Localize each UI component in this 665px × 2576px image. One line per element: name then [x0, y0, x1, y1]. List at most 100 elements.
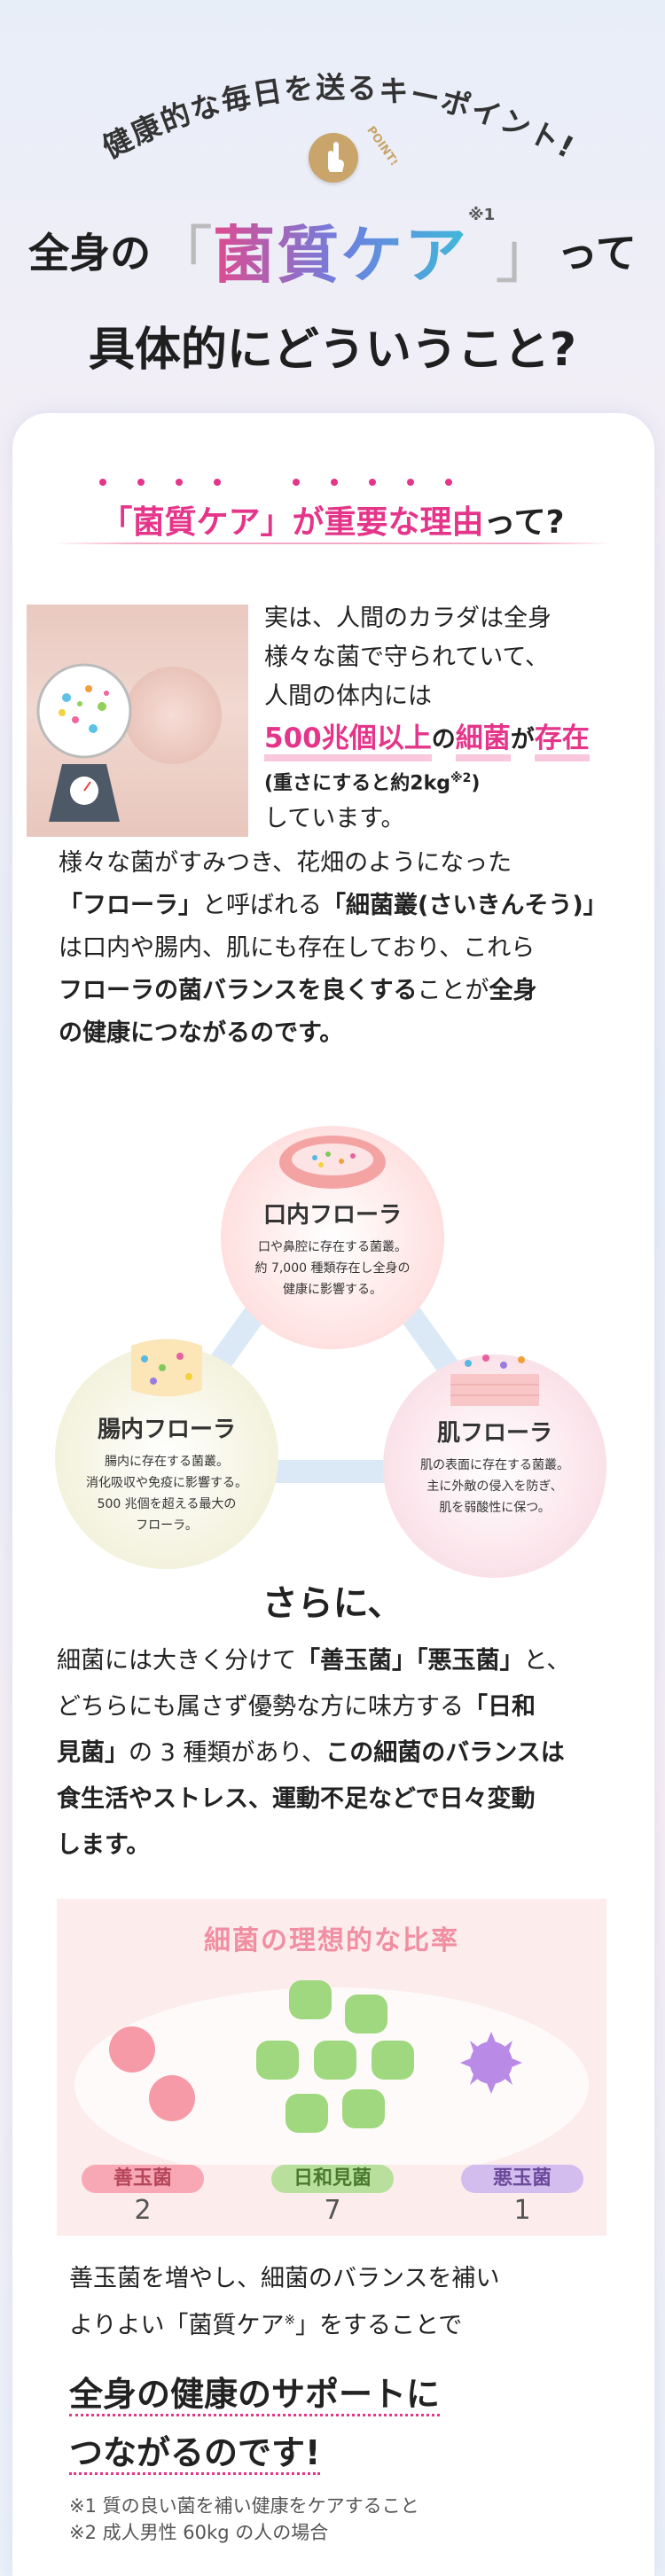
intro-line: 様々な菌で守られていて、: [264, 644, 550, 671]
flora-mid: と呼ばれる: [202, 892, 322, 919]
emphasis-dot: [445, 479, 452, 486]
oral-flora-desc: 口や鼻腔に存在する菌叢。 約 7,000 種類存在し全身の 健康に影響する。: [221, 1237, 444, 1300]
oral-flora-name: 口内フローラ: [262, 1202, 402, 1229]
ratio-tag-neutral: 日和見菌: [271, 2165, 394, 2193]
flora-line: フローラの菌バランスを良くすることが全身: [59, 970, 607, 1012]
hand-point-icon: [328, 142, 344, 172]
s2-line: 見菌」の 3 種類があり、この細菌のバランスは: [57, 1730, 570, 1776]
bracket-open: 「: [151, 219, 214, 292]
belly-photo: [27, 605, 248, 837]
desc-line: 肌の表面に存在する菌叢。: [420, 1458, 569, 1472]
flora-strong: フローラの菌バランスを良くする: [59, 977, 418, 1004]
title-tail: って: [557, 229, 637, 277]
closing-big1: 全身の健康のサポートに: [69, 2375, 441, 2416]
weight-value: 2kg: [410, 772, 450, 795]
neutral-bacteria-icon: [289, 1980, 332, 2019]
flora-strong3: の健康につながるのです。: [59, 1019, 344, 1047]
skin-flora-name: 肌フローラ: [436, 1420, 552, 1447]
title-keyword-note: ※1: [468, 206, 496, 224]
point-label: POINT!: [364, 124, 397, 168]
desc-line: 腸内に存在する菌叢。: [105, 1455, 229, 1469]
good-bacteria-icon: [109, 2026, 155, 2073]
title-lead: 全身の: [28, 229, 152, 277]
closing-text: 善玉菌を増やし、細菌のバランスを補い よりよい「菌質ケア※」をすることで: [69, 2259, 499, 2346]
neutral-bacteria-icon: [314, 2041, 356, 2080]
flora-triangle: [130, 1194, 535, 1483]
s2-p3-term: 見菌」: [57, 1739, 129, 1767]
desc-line: 健康に影響する。: [283, 1283, 382, 1297]
ratio-tag-bad: 悪玉菌: [461, 2165, 583, 2193]
ratio-value-good: 2: [134, 2195, 152, 2226]
flora-strong2: 全身: [489, 977, 537, 1004]
weight-pre: (重さにすると約: [264, 772, 411, 795]
neutral-bacteria-icon: [372, 2041, 414, 2080]
s2-line: 細菌には大きく分けて「善玉菌」「悪玉菌」と、: [57, 1638, 570, 1684]
gut-flora-name: 腸内フローラ: [97, 1417, 236, 1443]
ratio-value-bad: 1: [513, 2195, 531, 2226]
closing-big-line1: 全身の健康のサポートに: [69, 2367, 441, 2416]
stat-mid: の: [431, 726, 456, 753]
flora-term: フローラ: [82, 892, 178, 919]
emphasis-dot: [293, 479, 300, 486]
intestine-icon: [131, 1339, 202, 1397]
flora-term2: 「細菌叢(さいきんそう)」: [322, 892, 607, 919]
s2-p3-strong: この細菌のバランスは: [325, 1739, 565, 1767]
neutral-bacteria-icon: [286, 2094, 328, 2133]
hands-heart-shape: [124, 667, 222, 764]
gut-flora-desc: 腸内に存在する菌叢。 消化吸収や免疫に影響する。 500 兆個を超える最大の フ…: [55, 1451, 278, 1536]
stat-end: 存在: [534, 722, 590, 761]
s2-p1-pre: 細菌には大きく分けて: [57, 1647, 296, 1674]
emphasis-dot: [214, 479, 221, 486]
neutral-bacteria-icon: [345, 1994, 387, 2033]
q-open: 「: [59, 892, 82, 919]
s2-line: どちらにも属さず優勢な方に味方する「日和: [57, 1684, 570, 1730]
s2-line: します。: [57, 1823, 570, 1869]
heading-keyword: 菌質ケア: [132, 504, 261, 541]
desc-line: 口や鼻腔に存在する菌叢。: [258, 1240, 407, 1254]
neutral-bacteria-icon: [342, 2089, 385, 2128]
desc-line: 消化吸収や免疫に影響する。: [86, 1476, 247, 1490]
closing-line: 善玉菌を増やし、細菌のバランスを補い: [69, 2265, 500, 2292]
desc-line: 500 兆個を超える最大の: [97, 1497, 237, 1511]
gut-flora-circle: 腸内フローラ 腸内に存在する菌叢。 消化吸収や免疫に影響する。 500 兆個を超…: [55, 1339, 278, 1569]
intro-line: 実は、人間のカラダは全身: [264, 605, 552, 632]
closing-p2-pre: よりよい「菌質ケア: [69, 2312, 285, 2339]
s2-good: 「善玉菌」: [296, 1647, 416, 1674]
emphasis-dot: [331, 479, 338, 486]
s2-p1-post: と、: [523, 1647, 571, 1674]
stat-word: 細菌: [455, 722, 511, 761]
emphasis-dot: [407, 479, 414, 486]
bacteria-scale-icon: [36, 663, 132, 822]
footnote-2: ※2 成人男性 60kg の人の場合: [69, 2522, 329, 2543]
flora-mid2: ことが: [417, 977, 489, 1004]
section2-heading: さらに、: [262, 1583, 403, 1624]
good-bacteria-icon: [149, 2075, 195, 2121]
s2-line: 食生活やストレス、運動不足などで日々変動: [57, 1776, 570, 1823]
bacteria-illustration: [74, 1980, 589, 2165]
closing-big2: つながるのです!: [69, 2433, 321, 2475]
main-title-line1: 全身の「菌質ケア※1」って: [0, 206, 665, 295]
heading-mid: 」が: [260, 504, 325, 541]
oral-flora-circle: 口内フローラ 口や鼻腔に存在する菌叢。 約 7,000 種類存在し全身の 健康に…: [221, 1126, 444, 1349]
emphasis-dot: [137, 479, 145, 486]
s2-p3-mid: の 3 種類があり、: [129, 1739, 326, 1767]
stat-line: 500兆個以上の細菌が存在: [264, 716, 590, 762]
skin-flora-desc: 肌の表面に存在する菌叢。 主に外敵の侵入を防ぎ、 肌を弱酸性に保つ。: [383, 1455, 606, 1518]
intro-line: 人間の体内には: [264, 683, 432, 710]
weight-note: (重さにすると約2kg※2): [264, 762, 590, 800]
title-keyword: 菌質ケア: [213, 219, 469, 292]
neutral-bacteria-icon: [256, 2041, 299, 2080]
heading-pre: 「: [100, 504, 133, 541]
closing-line: よりよい「菌質ケア※」をすることで: [69, 2299, 499, 2346]
bracket-close: 」: [495, 219, 558, 292]
closing-p2-mark: ※: [284, 2312, 296, 2328]
ratio-value-neutral: 7: [324, 2195, 341, 2226]
closing-p2-post: 」をすることで: [295, 2312, 463, 2339]
weight-post: ): [471, 772, 481, 795]
s2-p4-strong: 食生活やストレス、運動不足などで日々変動: [57, 1785, 536, 1813]
bacteria-ratio-panel: 細菌の理想的な比率 善玉菌 2 日和見菌 7 悪玉菌 1: [57, 1899, 606, 2236]
s2-p2-term: 「日和: [464, 1693, 536, 1721]
ratio-title: 細菌の理想的な比率: [204, 1925, 459, 1956]
heading-highlight: 重要な理由: [324, 504, 484, 541]
desc-line: 約 7,000 種類存在し全身の: [254, 1261, 411, 1276]
